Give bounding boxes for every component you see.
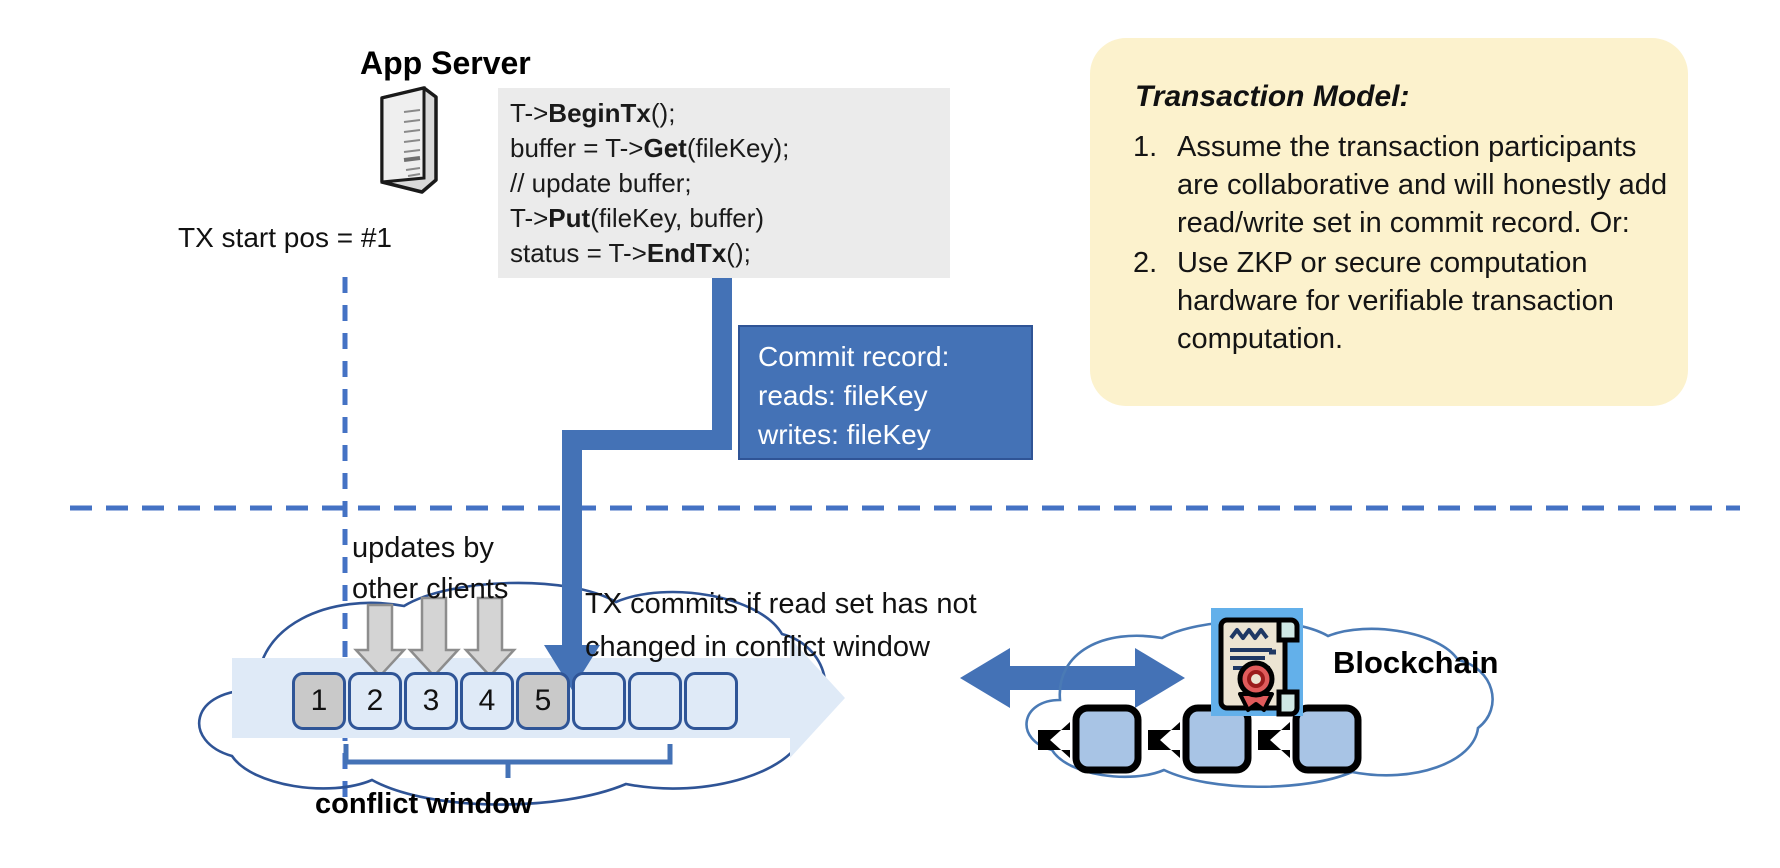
updates-label-line-1: updates by (352, 532, 494, 564)
sync-double-arrow (960, 648, 1185, 708)
code-line-2: buffer = T->Get(fileKey); (510, 133, 790, 163)
code-line-5: status = T->EndTx(); (510, 238, 751, 268)
code-line-4: T->Put(fileKey, buffer) (510, 203, 765, 233)
chain-arrow (1148, 722, 1180, 758)
chain-arrow (1038, 722, 1070, 758)
tx-commits-condition-label: TX commits if read set has not changed i… (585, 583, 977, 669)
blockchain-block (1072, 704, 1142, 774)
conflict-window-brace (343, 744, 673, 778)
certificate-contract-icon (1211, 608, 1303, 717)
update-arrow (353, 603, 407, 678)
conflict-window-label: conflict window (315, 788, 533, 820)
blockchain-chain-arrows (1038, 722, 1290, 758)
tx-commits-line-2: changed in conflict window (585, 631, 930, 663)
ledger-block-2[interactable]: 2 (348, 672, 402, 730)
ledger-block-7[interactable] (628, 672, 682, 730)
code-line-1: T->BeginTx(); (510, 98, 676, 128)
commit-record-reads: reads: fileKey (758, 380, 928, 411)
code-line-3: // update buffer; (510, 168, 692, 198)
server-tower-icon (380, 86, 438, 194)
ledger-block-1[interactable]: 1 (292, 672, 346, 730)
app-server-code-box: T->BeginTx(); buffer = T->Get(fileKey); … (498, 88, 950, 278)
transaction-model-callout (1090, 38, 1688, 406)
list-text: Use ZKP or secure computation hardware f… (1177, 247, 1614, 355)
list-number: 2. (1133, 247, 1158, 279)
app-server-title: App Server (360, 45, 531, 81)
chain-arrow (1258, 722, 1290, 758)
list-number: 1. (1133, 131, 1158, 163)
blockchain-block (1292, 704, 1362, 774)
transaction-model-list: 1. Assume the transaction participants a… (1133, 128, 1673, 360)
transaction-model-title: Transaction Model: (1135, 80, 1410, 113)
updates-by-other-clients-label: updates by other clients (352, 528, 508, 610)
blockchain-block-group (1072, 704, 1362, 774)
blockchain-label: Blockchain (1333, 645, 1499, 680)
ledger-block-3[interactable]: 3 (404, 672, 458, 730)
ledger-block-8[interactable] (684, 672, 738, 730)
ledger-block-5[interactable]: 5 (516, 672, 570, 730)
ledger-block-4[interactable]: 4 (460, 672, 514, 730)
tx-commits-line-1: TX commits if read set has not (585, 588, 977, 620)
updates-label-line-2: other clients (352, 573, 509, 605)
commit-record-box: Commit record: reads: fileKey writes: fi… (738, 325, 1033, 460)
commit-record-writes: writes: fileKey (758, 419, 931, 450)
blockchain-block (1182, 704, 1252, 774)
commit-record-title: Commit record: (758, 341, 950, 372)
transaction-model-item-1: 1. Assume the transaction participants a… (1133, 128, 1673, 242)
ledger-block-6[interactable] (572, 672, 626, 730)
transaction-model-item-2: 2. Use ZKP or secure computation hardwar… (1133, 244, 1673, 358)
list-text: Assume the transaction participants are … (1177, 131, 1668, 239)
tx-start-pos-label: TX start pos = #1 (178, 222, 392, 253)
